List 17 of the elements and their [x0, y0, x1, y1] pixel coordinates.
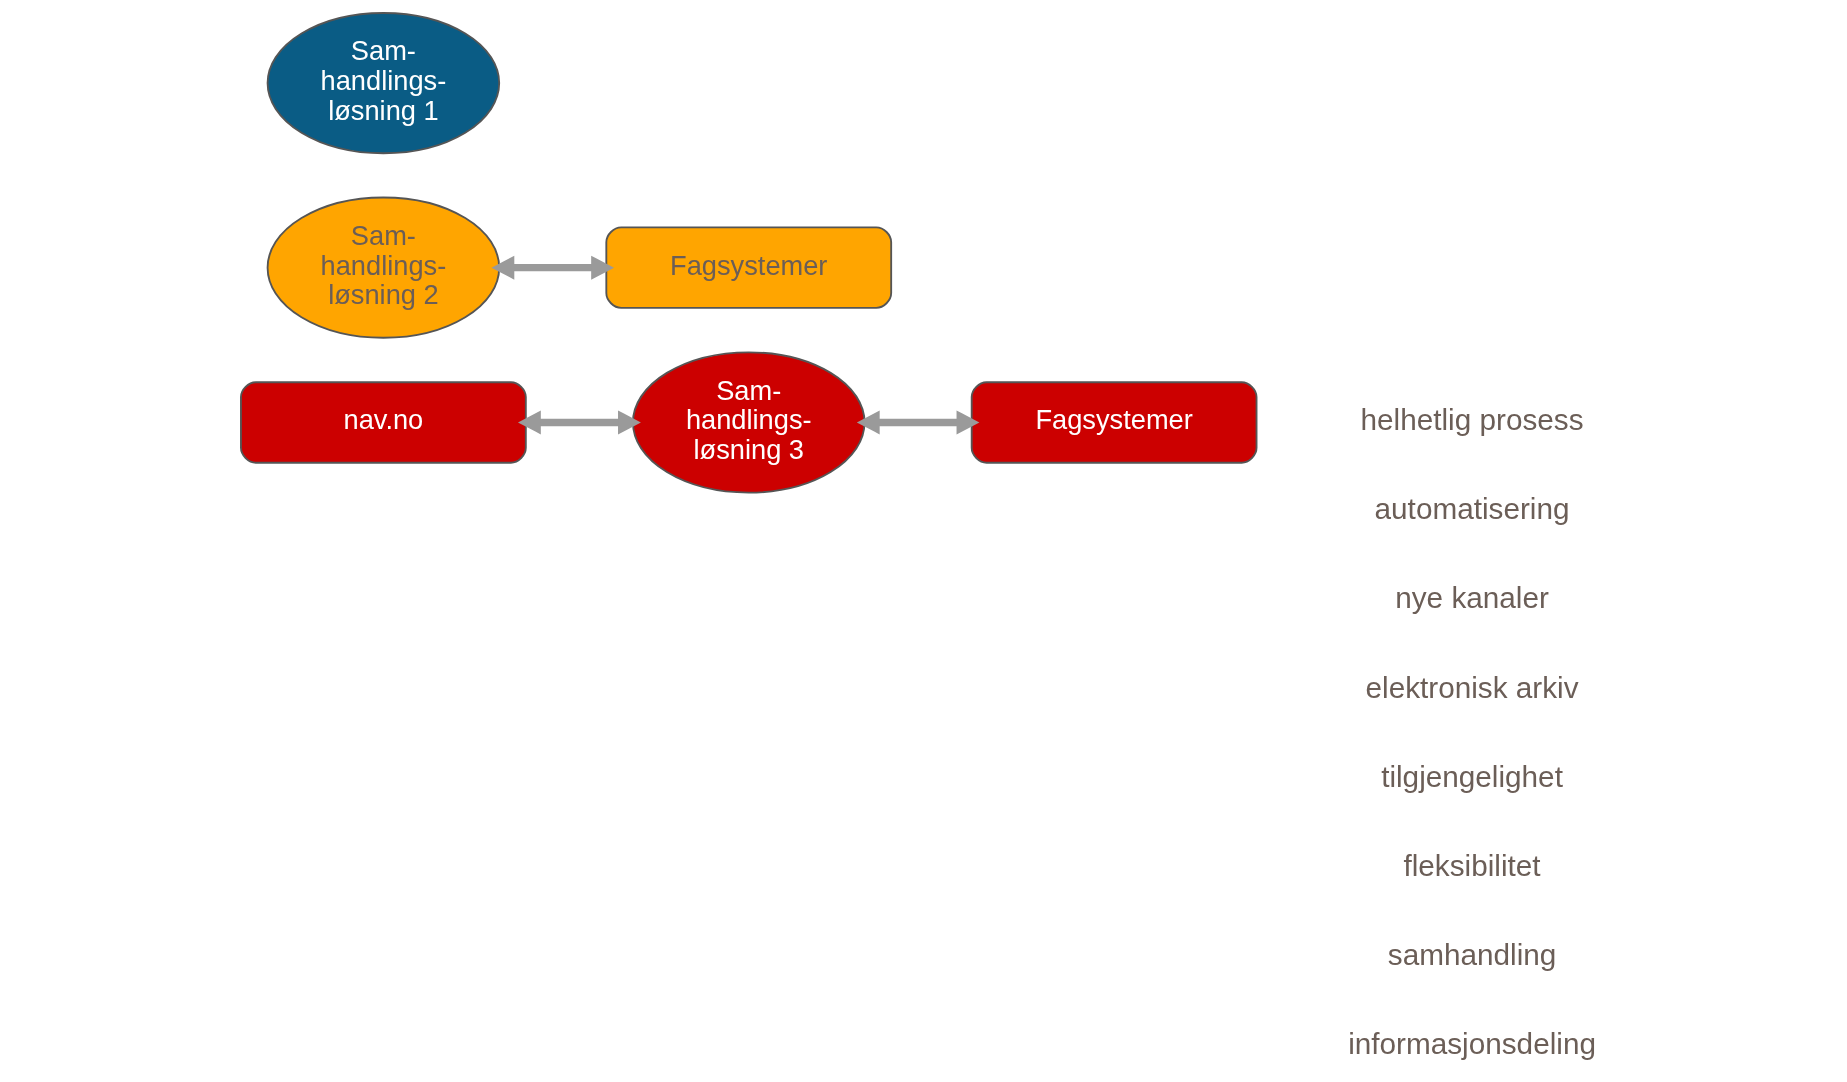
- label: helhetlig prosess: [1360, 403, 1584, 437]
- label: informasjonsdeling: [1347, 1027, 1596, 1061]
- node-ellipse: Sam- handlings- løsning 1: [266, 12, 500, 155]
- arrow: [490, 255, 614, 280]
- node-box: Fagsystemer: [604, 226, 892, 309]
- arrow: [517, 410, 641, 435]
- node-box: Fagsystemer: [970, 381, 1257, 464]
- label: nye kanaler: [1394, 581, 1549, 615]
- arrow: [856, 410, 979, 435]
- node-box: nav.no: [239, 381, 527, 464]
- label: tilgjengelighet: [1380, 759, 1563, 793]
- node-ellipse: Sam- handlings- løsning 3: [631, 351, 865, 494]
- label: automatisering: [1374, 492, 1570, 526]
- label: fleksibilitet: [1403, 849, 1541, 882]
- label: elektronisk arkiv: [1365, 670, 1579, 704]
- node-ellipse: Sam- handlings- løsning 2: [266, 196, 500, 339]
- label: samhandling: [1387, 938, 1556, 972]
